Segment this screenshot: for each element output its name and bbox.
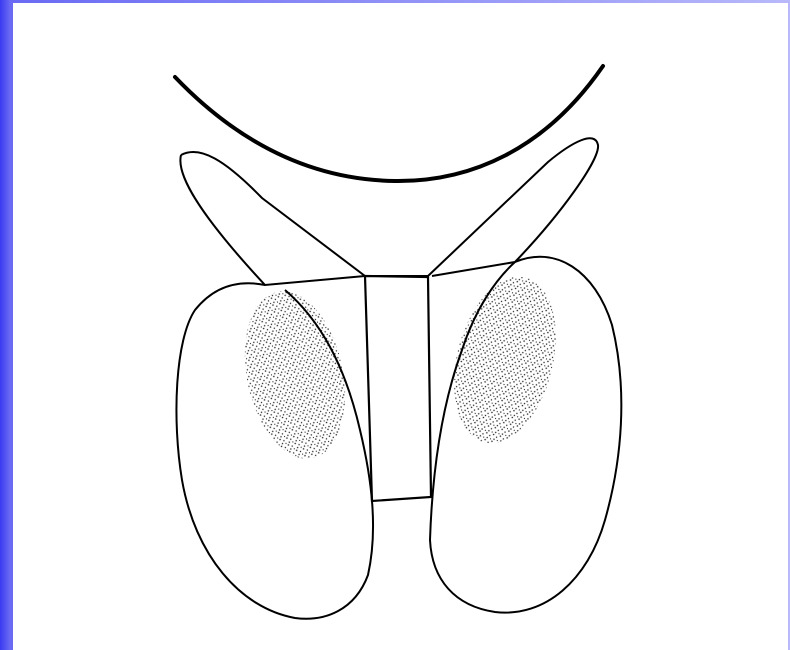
upper-arc: [175, 66, 603, 181]
left-stippled-patch: [230, 282, 359, 468]
v-shaped-band: [181, 138, 598, 276]
center-rectangle: [365, 276, 431, 501]
line-drawing: [13, 3, 788, 650]
drawing-canvas: [13, 3, 788, 650]
right-stippled-patch: [438, 266, 572, 454]
